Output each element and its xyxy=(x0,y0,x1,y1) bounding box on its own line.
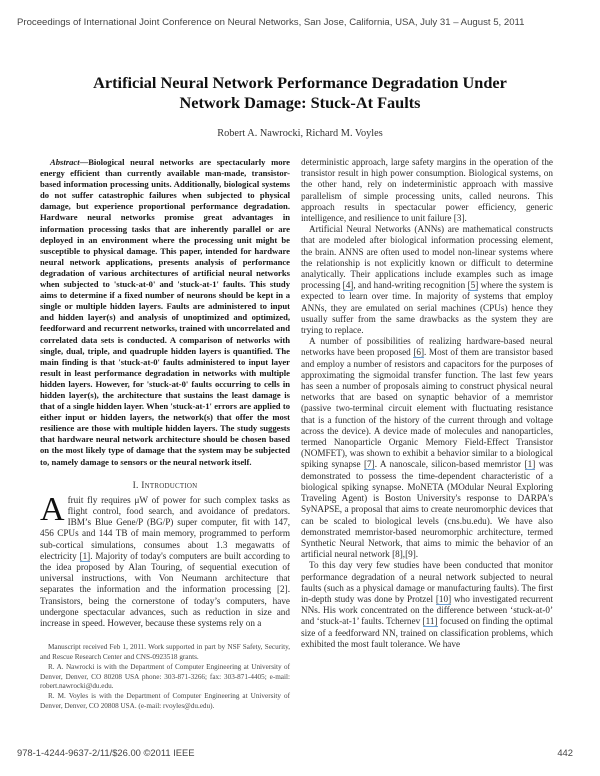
intro-p2-text-a: Artificial Neural Networks (ANNs) are ma… xyxy=(301,224,553,291)
intro-paragraph-1: A fruit fly requires μW of power for suc… xyxy=(40,490,290,629)
intro-p2-text-b: , and hand-writing recognition xyxy=(353,280,468,291)
citation-link-4[interactable]: [4] xyxy=(342,280,354,292)
intro-p4-text-b: who investigated recurrent NNs. His work… xyxy=(301,593,553,627)
intro-p4-text-a: To this day very few studies have been c… xyxy=(301,560,553,604)
drop-cap: A xyxy=(40,490,65,528)
citation-link-11[interactable]: [11] xyxy=(422,616,438,628)
intro-p1-text-a: fruit fly requires μW of power for such … xyxy=(40,494,290,561)
citation-link-1[interactable]: [1] xyxy=(79,550,91,562)
intro-p2-text-c: where the system is expected to learn ov… xyxy=(301,280,553,336)
section-numeral: I. xyxy=(132,479,139,491)
paper-title: Artificial Neural Network Performance De… xyxy=(0,73,600,113)
citation-link-7[interactable]: [7] xyxy=(364,459,375,471)
intro-p4-text-c: focused on finding the optimal size of a… xyxy=(301,616,554,649)
intro-paragraph-2: Artificial Neural Networks (ANNs) are ma… xyxy=(301,224,553,336)
title-line-1: Artificial Neural Network Performance De… xyxy=(93,73,507,92)
footnote-nawrocki: R. A. Nawrocki is with the Department of… xyxy=(40,662,290,691)
intro-paragraph-4: To this day very few studies have been c… xyxy=(301,560,553,650)
citation-link-5[interactable]: [5] xyxy=(467,280,479,292)
abstract-text: Biological neural networks are spectacul… xyxy=(40,157,290,467)
intro-p3-text-a: A number of possibilities of realizing h… xyxy=(301,336,553,358)
abstract-dash: — xyxy=(79,157,89,167)
intro-paragraph-1-continued: deterministic approach, large safety mar… xyxy=(301,157,553,224)
abstract-label: Abstract xyxy=(50,157,80,167)
citation-link-1b[interactable]: [1] xyxy=(524,459,536,471)
footnote-voyles: R. M. Voyles is with the Department of C… xyxy=(40,692,290,711)
footnote-manuscript: Manuscript received Feb 1, 2011. Work su… xyxy=(40,643,290,662)
left-column: Abstract—Biological neural networks are … xyxy=(40,157,290,712)
copyright-footer: 978-1-4244-9637-2/11/$26.00 ©2011 IEEE xyxy=(17,747,195,758)
proceedings-header: Proceedings of International Joint Confe… xyxy=(17,17,525,28)
intro-p3-text-b: . Most of them are transistor based and … xyxy=(301,347,553,470)
right-column: deterministic approach, large safety mar… xyxy=(301,157,553,650)
citation-link-10[interactable]: [10] xyxy=(435,593,452,605)
intro-p3-text-c: . A nanoscale, silicon-based memristor xyxy=(374,459,525,470)
title-line-2: Network Damage: Stuck-At Faults xyxy=(179,93,421,112)
abstract: Abstract—Biological neural networks are … xyxy=(40,157,290,468)
authors: Robert A. Nawrocki, Richard M. Voyles xyxy=(217,128,383,139)
intro-p3-text-d: was demonstrated to possess the time-dep… xyxy=(301,459,553,560)
section-title: Introduction xyxy=(141,479,198,491)
citation-link-6[interactable]: [6] xyxy=(413,347,425,359)
intro-paragraph-3: A number of possibilities of realizing h… xyxy=(301,336,553,560)
intro-p1-text-b: . Majority of today's computers are buil… xyxy=(40,550,290,629)
page-number: 442 xyxy=(557,747,573,758)
section-heading-introduction: I. Introduction xyxy=(40,480,290,491)
footnotes: Manuscript received Feb 1, 2011. Work su… xyxy=(40,643,290,712)
